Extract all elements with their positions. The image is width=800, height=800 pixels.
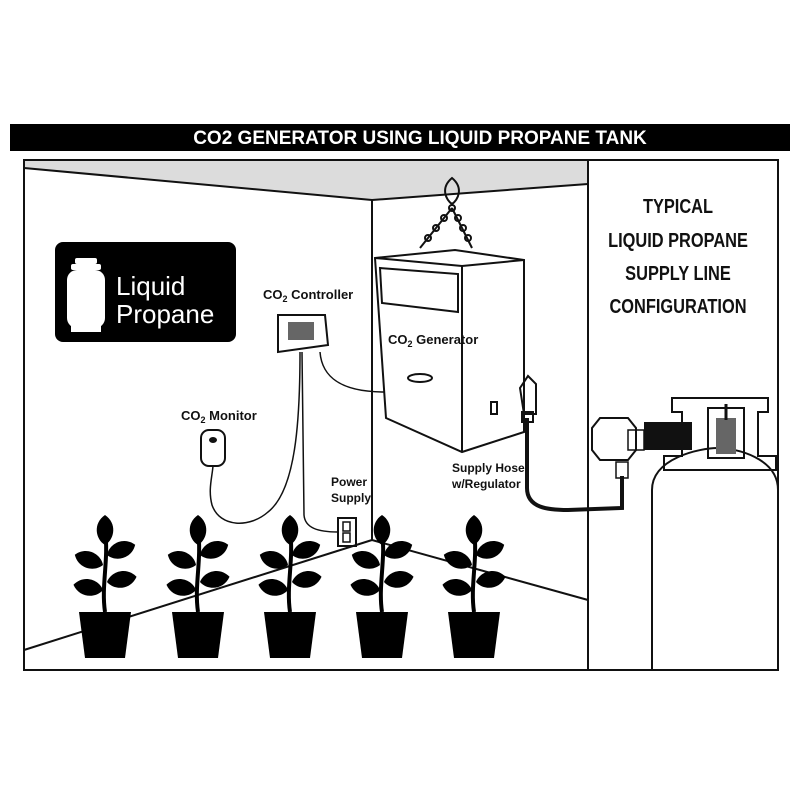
regulator: [591, 417, 692, 461]
plant-icon: [350, 515, 414, 658]
cables: [209, 351, 386, 533]
side-caption: TYPICAL LIQUID PROPANE SUPPLY LINE CONFI…: [608, 194, 748, 317]
plant-row: [73, 515, 506, 658]
label-hose-line1: Supply Hose: [452, 461, 525, 475]
outlet-icon: [337, 517, 357, 547]
svg-text:SUPPLY LINE: SUPPLY LINE: [625, 261, 731, 284]
svg-text:CONFIGURATION: CONFIGURATION: [609, 294, 746, 317]
title-bar: [10, 124, 790, 151]
badge-line2: Propane: [116, 299, 214, 329]
co2-generator: [373, 248, 537, 454]
label-power-line1: Power: [331, 475, 367, 489]
liquid-propane-badge: Liquid Propane: [55, 242, 236, 342]
hanging-chain: [419, 176, 473, 249]
diagram-title: CO2 GENERATOR USING LIQUID PROPANE TANK: [193, 128, 647, 149]
supply-hose: [521, 411, 629, 513]
room: [23, 159, 589, 671]
label-hose-line2: w/Regulator: [451, 477, 521, 491]
plant-icon: [442, 515, 506, 658]
plant-icon: [166, 515, 230, 658]
svg-text:LIQUID PROPANE: LIQUID PROPANE: [608, 228, 748, 251]
label-co2-monitor: CO2 Monitor: [181, 408, 257, 425]
badge-line1: Liquid: [116, 271, 185, 301]
label-power-line2: Supply: [331, 491, 371, 505]
svg-text:TYPICAL: TYPICAL: [643, 194, 713, 217]
plant-icon: [258, 515, 322, 658]
label-co2-generator: CO2 Generator: [388, 332, 478, 349]
co2-monitor: [200, 429, 226, 467]
co2-controller: [277, 314, 330, 354]
propane-tank-icon: [67, 258, 105, 332]
label-co2-controller: CO2 Controller: [263, 287, 353, 304]
plant-icon: [73, 515, 137, 658]
propane-tank: [651, 397, 779, 671]
